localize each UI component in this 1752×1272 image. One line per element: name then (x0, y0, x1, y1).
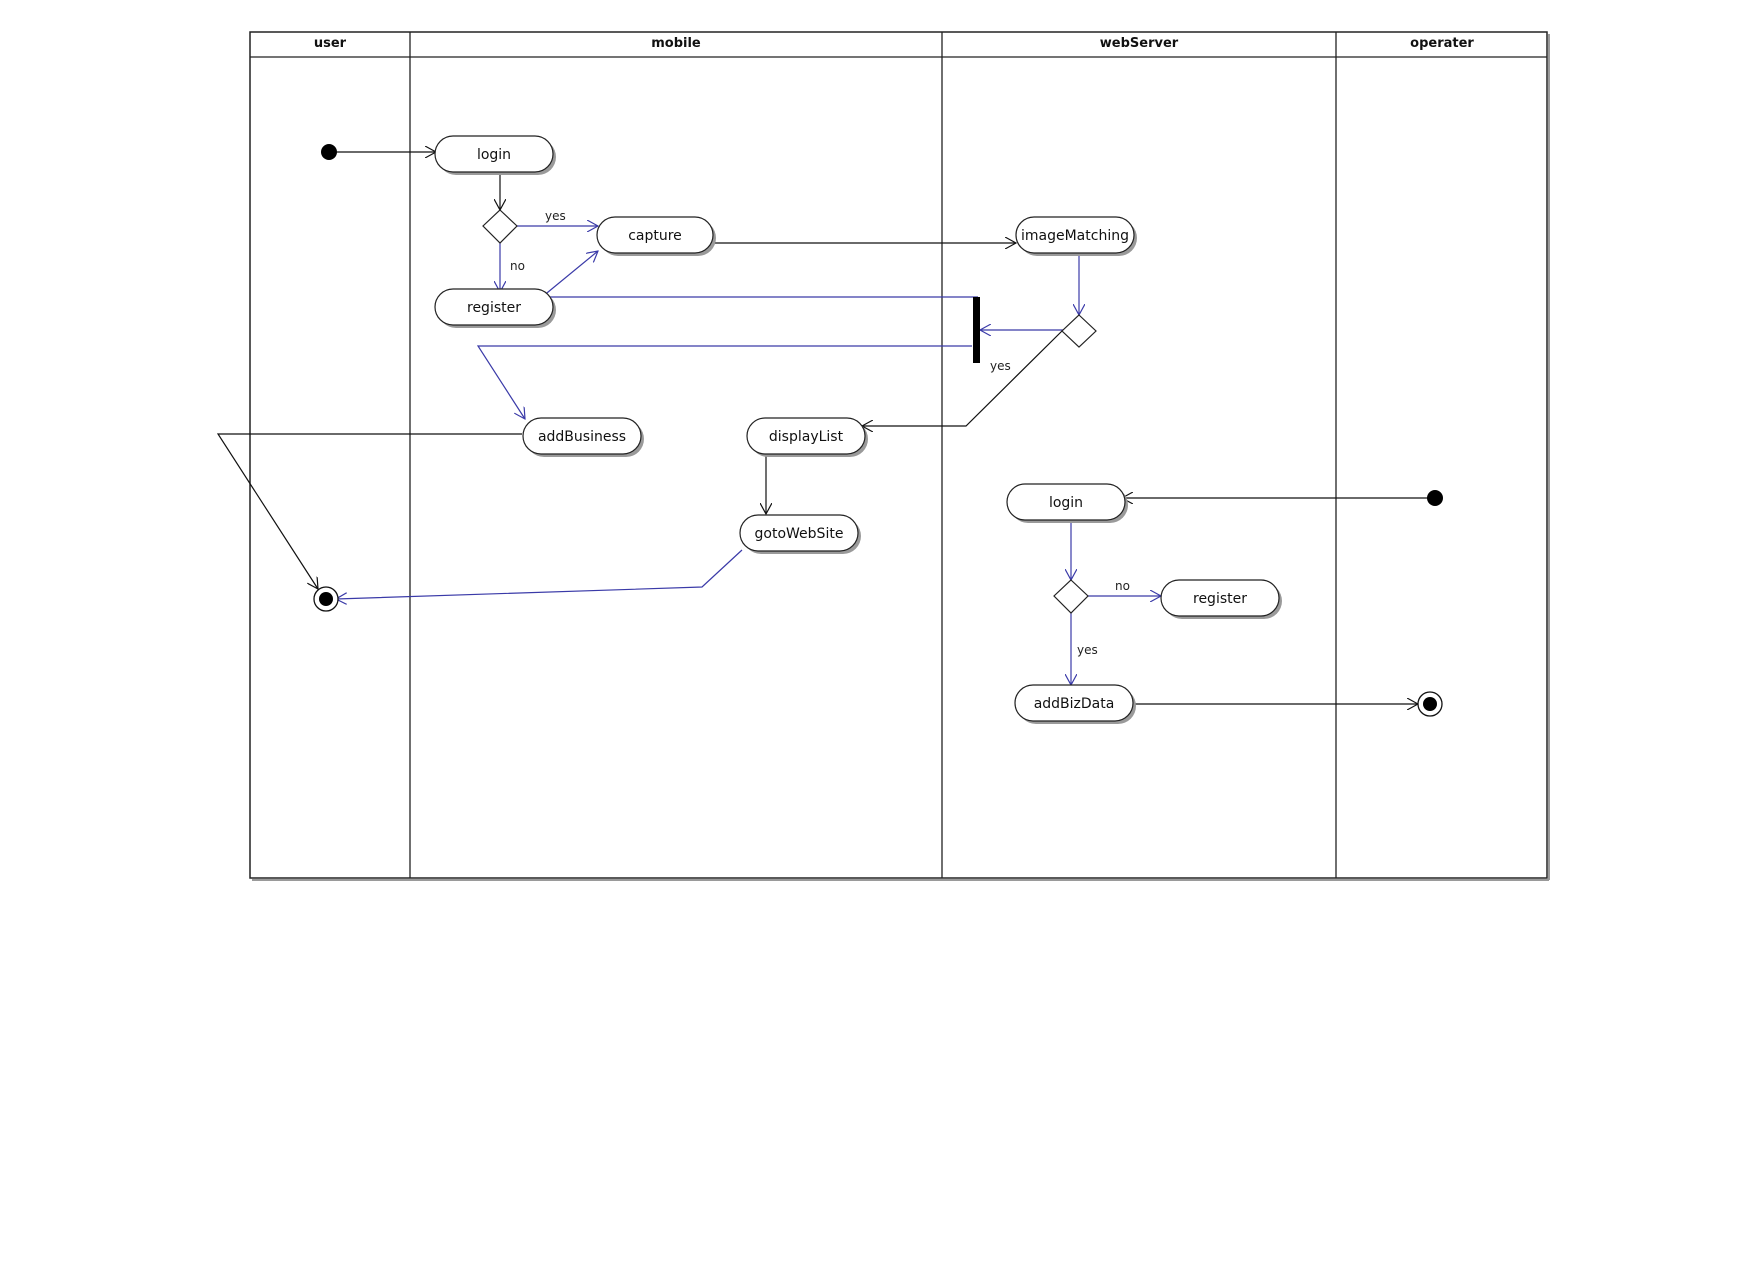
edge-gotowebsite-to-final (336, 549, 743, 599)
action-imagematching: imageMatching (1015, 216, 1137, 256)
action-login-web: login (1006, 483, 1128, 523)
action-label: addBizData (1034, 696, 1115, 712)
action-capture: capture (596, 216, 716, 256)
action-displaylist: displayList (746, 417, 868, 457)
edge-addbusiness-to-final (216, 433, 522, 589)
action-label: displayList (769, 429, 844, 445)
action-addbizdata: addBizData (1014, 684, 1136, 724)
action-label: login (477, 147, 511, 163)
edge-bar-to-addbusiness (476, 345, 972, 419)
lane-title-mobile: mobile (651, 36, 701, 51)
action-label: register (1193, 591, 1247, 607)
lane-title-operater: operater (1410, 36, 1474, 51)
decision-node-web (1053, 579, 1089, 614)
lane-title-user: user (314, 36, 347, 51)
edge-register-to-capture (541, 251, 598, 298)
action-register-web: register (1160, 579, 1282, 619)
action-label: addBusiness (538, 429, 626, 445)
final-node-user (313, 586, 339, 612)
action-register-mobile: register (434, 288, 556, 328)
action-label: capture (628, 228, 682, 244)
guard-label-yes: yes (990, 359, 1011, 373)
guard-label-yes: yes (1077, 643, 1098, 657)
action-addbusiness: addBusiness (522, 417, 644, 457)
action-gotowebsite: gotoWebSite (739, 514, 861, 554)
edge-decision-to-displaylist (862, 329, 1064, 426)
guard-label-yes: yes (545, 209, 566, 223)
action-label: gotoWebSite (755, 526, 844, 542)
guard-label-no: no (510, 259, 525, 273)
action-label: register (467, 300, 521, 316)
action-login-mobile: login (434, 135, 556, 175)
action-label: imageMatching (1021, 228, 1129, 244)
fork-bar (973, 297, 980, 363)
decision-node-match (1061, 314, 1097, 348)
final-node-operater (1417, 691, 1443, 717)
initial-node-operater (1427, 490, 1443, 506)
guard-label-no: no (1115, 579, 1130, 593)
action-label: login (1049, 495, 1083, 511)
decision-node-mobile (482, 209, 518, 244)
lane-title-webserver: webServer (1100, 36, 1179, 51)
initial-node-user (321, 144, 337, 160)
swimlane-frame (249, 31, 1550, 881)
